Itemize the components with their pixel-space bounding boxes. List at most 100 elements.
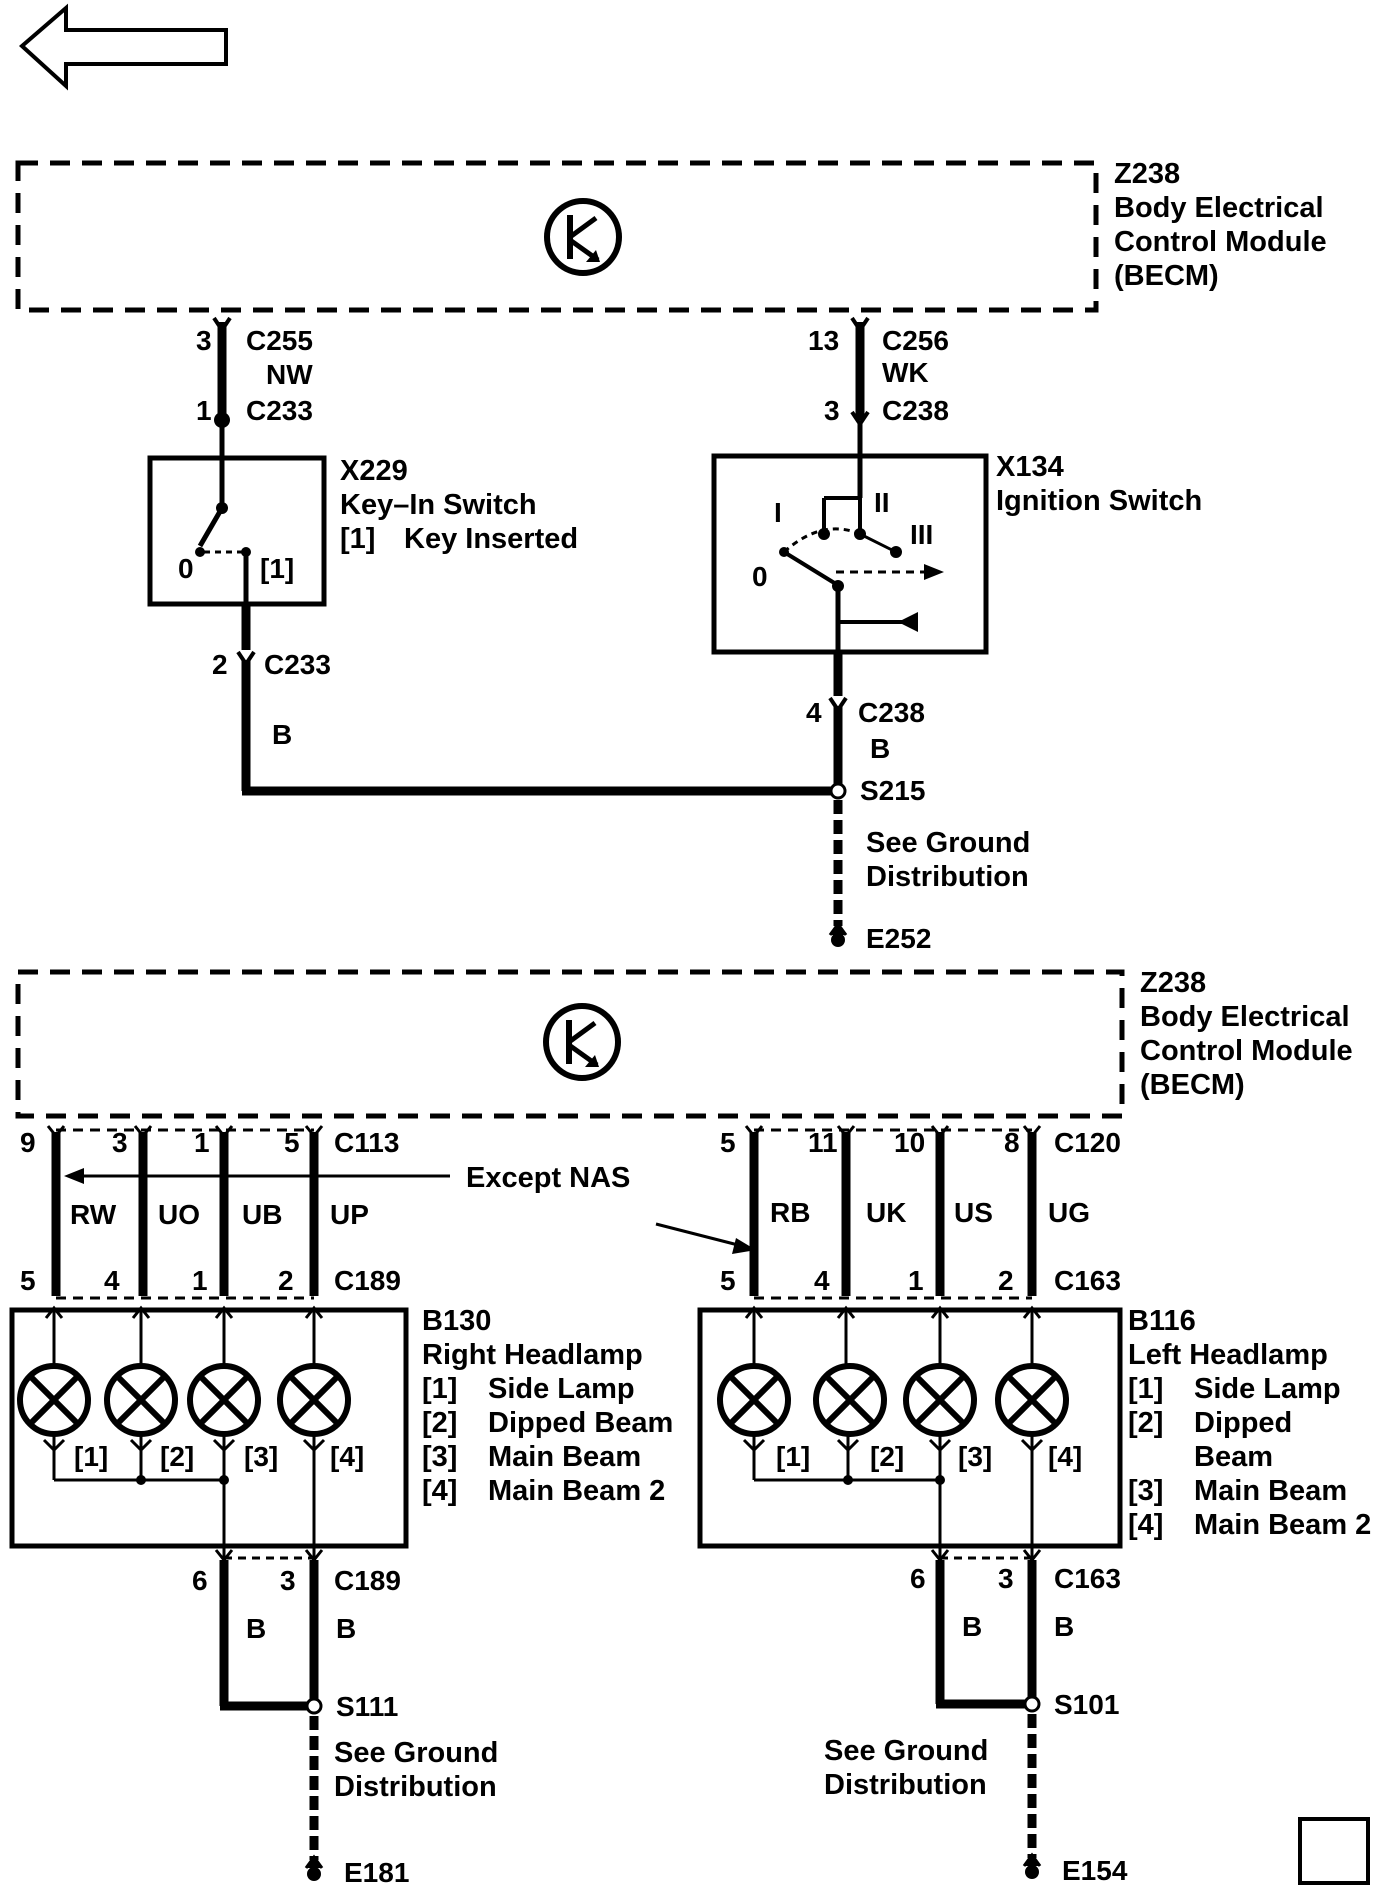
rh-legend-num-3: [3] [422, 1441, 457, 1473]
back-arrow-icon[interactable] [18, 3, 228, 91]
rh-gnd-pin-2: 3 [280, 1565, 296, 1596]
wire-color-b-right: B [870, 733, 890, 764]
lh-legend-num-3: [3] [1128, 1475, 1163, 1507]
lh-lamp-tag-4: [4] [1048, 1441, 1082, 1472]
upper-left-wire: 3 C255 NW 1 C233 [196, 316, 313, 428]
splice-s215: S215 [860, 775, 925, 806]
lamp-bulb-icon [17, 1363, 91, 1437]
pin-1-c233: 1 [196, 395, 212, 426]
wire-color-wk: WK [882, 357, 929, 388]
lamp-bulb-icon [277, 1363, 351, 1437]
conn-c233-out: C233 [264, 649, 331, 680]
lh-top-pin-4: 8 [1004, 1127, 1020, 1158]
lh-lamp-3: [3] [903, 1305, 992, 1560]
rh-legend-text-2: Dipped Beam [488, 1407, 673, 1439]
lh-ground-note-1: See Ground [824, 1735, 988, 1767]
lh-color-uk: UK [866, 1197, 906, 1228]
lh-legend-text-2: Dipped [1194, 1407, 1292, 1439]
lamp-bulb-icon [813, 1363, 887, 1437]
rh-color-rw: RW [70, 1199, 117, 1230]
lh-lamp-1: [1] [717, 1305, 810, 1480]
becm-transistor-icon [544, 198, 622, 276]
lh-lamp-4: [4] [995, 1305, 1082, 1560]
rh-legend-text-3: Main Beam [488, 1441, 641, 1473]
wire-color-b-left: B [272, 719, 292, 750]
lh-color-rb: RB [770, 1197, 810, 1228]
rh-legend-text-4: Main Beam 2 [488, 1475, 665, 1507]
ignition-switch-x134: I II III 0 X134 Ignition Switch [711, 424, 1202, 655]
ground-e181: E181 [344, 1857, 409, 1886]
rh-ground-note-1: See Ground [334, 1737, 498, 1769]
upper-left-output-wire: 2 C233 B [212, 604, 836, 796]
rh-bot-pin-2: 4 [104, 1265, 120, 1296]
rh-lamp-tag-1: [1] [74, 1441, 108, 1472]
rh-legend-num-2: [2] [422, 1407, 457, 1439]
lh-lamp-tag-2: [2] [870, 1441, 904, 1472]
ignition-pos-0: 0 [752, 561, 768, 592]
upper-ground-note-2: Distribution [866, 861, 1029, 893]
rh-lamp-4: [4] [277, 1305, 364, 1560]
ground-e154: E154 [1062, 1855, 1128, 1886]
ground-e252: E252 [866, 923, 931, 954]
lh-top-pin-1: 5 [720, 1127, 736, 1158]
rh-bot-pin-1: 5 [20, 1265, 36, 1296]
rh-legend-num-1: [1] [422, 1373, 457, 1405]
conn-c256: C256 [882, 325, 949, 356]
ignition-pos-1: I [774, 497, 782, 528]
lh-lamp-tag-3: [3] [958, 1441, 992, 1472]
lower-module-name-1: Body Electrical [1140, 1001, 1350, 1033]
splice-s101: S101 [1054, 1689, 1119, 1720]
lh-color-us: US [954, 1197, 993, 1228]
ignition-id: X134 [996, 451, 1064, 483]
lh-bot-pin-1: 5 [720, 1265, 736, 1296]
except-nas-annotation: Except NAS [64, 1162, 756, 1254]
lamp-bulb-icon [903, 1363, 977, 1437]
lh-connector-c120 [744, 1125, 1042, 1139]
lh-ground-section: 6 3 C163 B B S101 See Ground Distributio… [824, 1549, 1128, 1886]
conn-c233: C233 [246, 395, 313, 426]
conn-c163: C163 [1054, 1265, 1121, 1296]
lower-module-name-3: (BECM) [1140, 1069, 1245, 1101]
rh-legend-num-4: [4] [422, 1475, 457, 1507]
upper-right-wire: 13 C256 WK 3 C238 [808, 316, 949, 428]
pin-3-c238: 3 [824, 395, 840, 426]
becm-transistor-icon [543, 1003, 621, 1081]
lower-module-name-2: Control Module [1140, 1035, 1353, 1067]
next-page-box-icon[interactable] [1298, 1817, 1370, 1885]
conn-c189: C189 [334, 1265, 401, 1296]
lamp-bulb-icon [717, 1363, 791, 1437]
rh-top-pin-3: 1 [194, 1127, 210, 1158]
lh-id: B116 [1128, 1305, 1196, 1337]
keyswitch-pos-0: 0 [178, 553, 194, 584]
keyswitch-name: Key–In Switch [340, 489, 537, 521]
rh-ground-note-2: Distribution [334, 1771, 497, 1803]
rh-gnd-color-1: B [246, 1613, 266, 1644]
rh-lamp-tag-3: [3] [244, 1441, 278, 1472]
lamp-bulb-icon [187, 1363, 261, 1437]
ignition-pos-2: II [874, 487, 890, 518]
lh-gnd-pin-1: 6 [910, 1563, 926, 1594]
upper-module-id: Z238 [1114, 158, 1180, 190]
lh-gnd-color-2: B [1054, 1611, 1074, 1642]
lh-top-pin-3: 10 [894, 1127, 925, 1158]
keyswitch-id: X229 [340, 455, 408, 487]
lamp-bulb-icon [104, 1363, 178, 1437]
conn-c255: C255 [246, 325, 313, 356]
lh-bot-pin-3: 1 [908, 1265, 924, 1296]
rh-name: Right Headlamp [422, 1339, 643, 1371]
lh-legend-num-4: [4] [1128, 1509, 1163, 1541]
rh-gnd-pin-1: 6 [192, 1565, 208, 1596]
lh-name: Left Headlamp [1128, 1339, 1328, 1371]
keyswitch-state-text: Key Inserted [404, 523, 578, 555]
rh-ground-section: 6 3 C189 B B S111 See Ground Distributio… [192, 1549, 498, 1886]
conn-c120: C120 [1054, 1127, 1121, 1158]
right-headlamp-box [9, 1307, 409, 1549]
keyswitch-state-num: [1] [340, 523, 375, 555]
lh-gnd-conn: C163 [1054, 1563, 1121, 1594]
upper-ground-note-1: See Ground [866, 827, 1030, 859]
pin-2-c233: 2 [212, 649, 228, 680]
lh-bot-pin-4: 2 [998, 1265, 1014, 1296]
rh-color-ub: UB [242, 1199, 282, 1230]
lh-lamp-tag-1: [1] [776, 1441, 810, 1472]
